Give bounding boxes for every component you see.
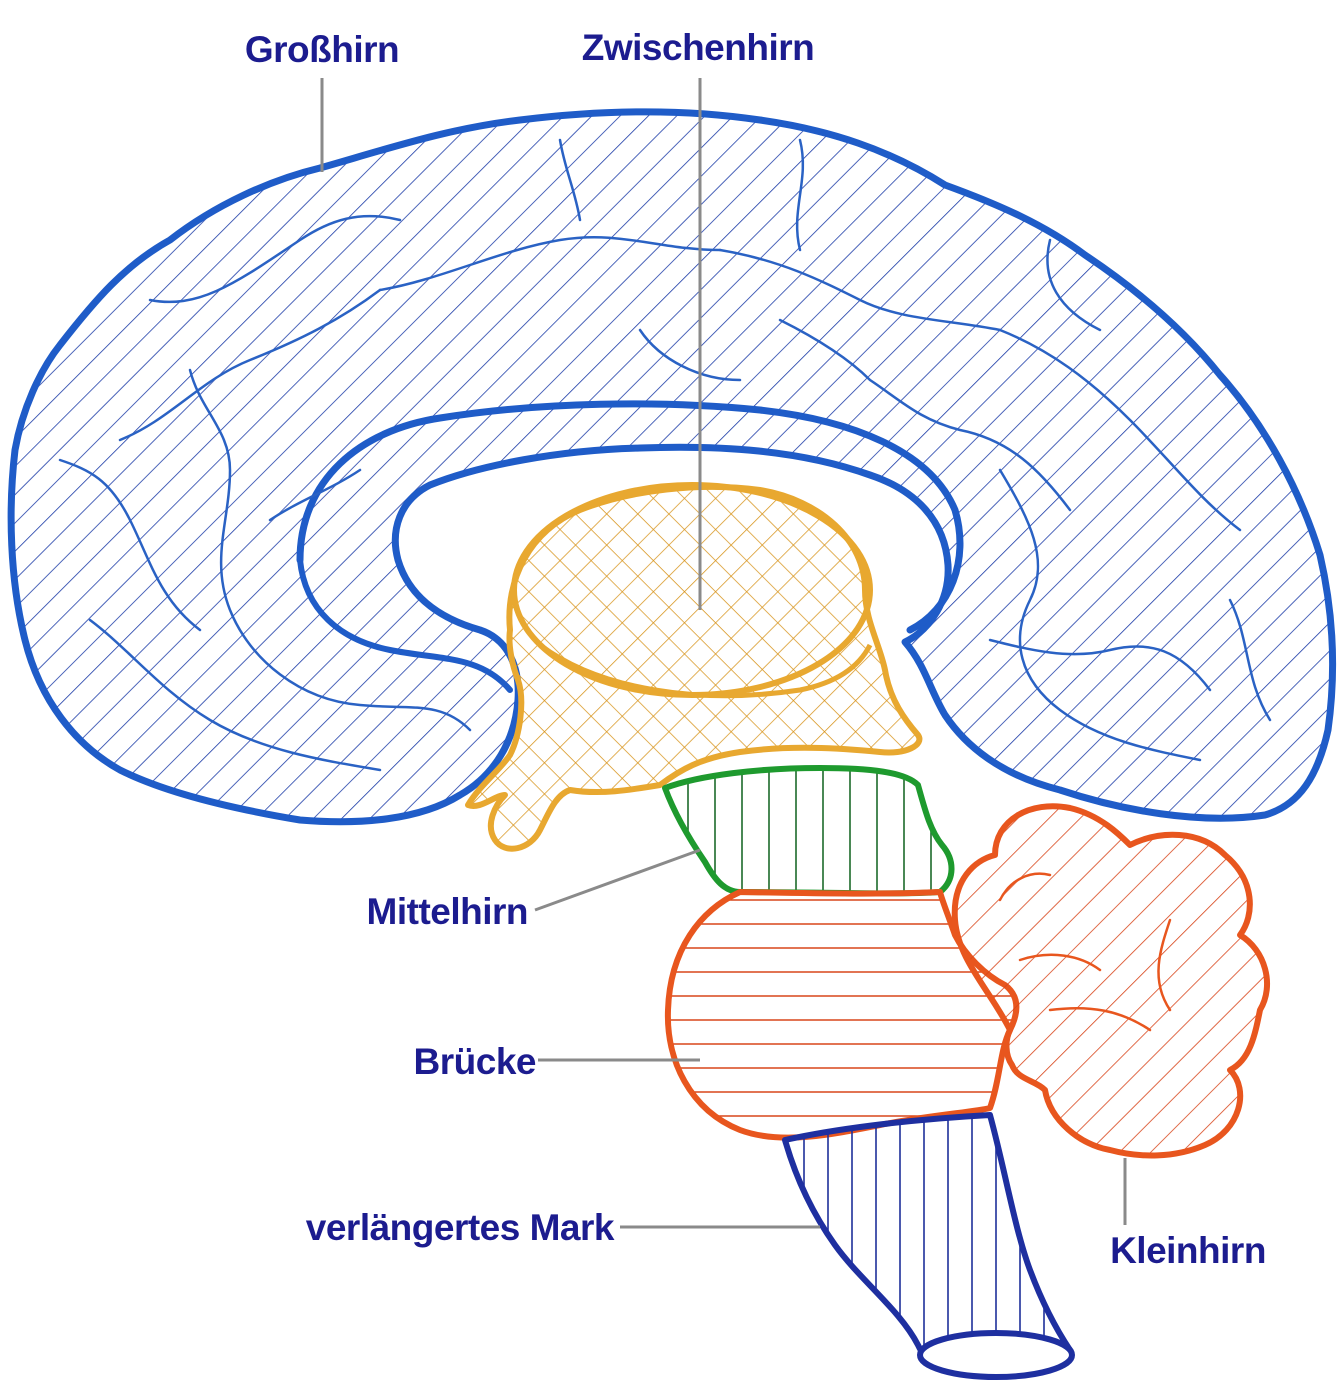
mittelhirn-region <box>665 768 952 893</box>
label-bruecke: Brücke <box>414 1041 536 1082</box>
label-mittelhirn: Mittelhirn <box>367 891 528 932</box>
label-zwischenhirn: Zwischenhirn <box>582 27 814 68</box>
label-kleinhirn: Kleinhirn <box>1110 1230 1266 1271</box>
medulla-cut-ellipse <box>920 1333 1072 1377</box>
leader-line-mittelhirn <box>535 850 700 910</box>
kleinhirn-region <box>955 806 1267 1155</box>
label-verlaengertes-mark: verlängertes Mark <box>306 1207 615 1248</box>
mittelhirn-shape <box>665 768 952 893</box>
label-grosshirn: Großhirn <box>245 29 399 70</box>
verlaengertes-mark-region <box>785 1115 1072 1377</box>
kleinhirn-shape <box>955 806 1267 1155</box>
